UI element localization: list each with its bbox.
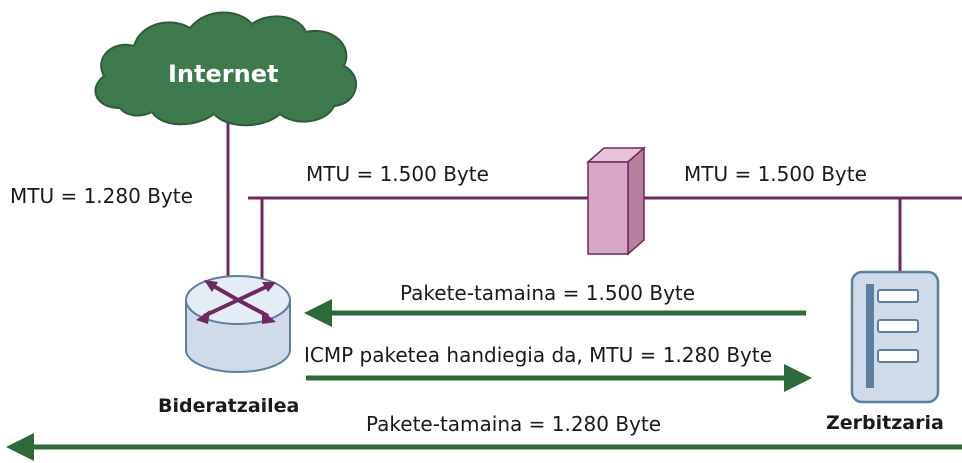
packet-small-label: Pakete-tamaina = 1.280 Byte xyxy=(366,412,662,436)
segment-right-mtu-label: MTU = 1.500 Byte xyxy=(684,162,867,186)
internet-label: Internet xyxy=(168,60,279,88)
icmp-reply-label: ICMP paketea handiegia da, MTU = 1.280 B… xyxy=(304,343,773,367)
arrow-icmp-reply xyxy=(306,364,812,392)
internet-cloud xyxy=(94,11,357,127)
router-label: Bideratzailea xyxy=(158,395,300,417)
router-icon xyxy=(185,275,291,373)
segment-left-mtu-label: MTU = 1.500 Byte xyxy=(306,162,489,186)
packet-large-label: Pakete-tamaina = 1.500 Byte xyxy=(400,281,696,305)
switch-box xyxy=(586,146,646,256)
arrow-packet-small xyxy=(6,433,962,461)
arrow-packet-large xyxy=(304,299,806,327)
router-uplink-mtu-label: MTU = 1.280 Byte xyxy=(10,184,193,208)
server-label: Zerbitzaria xyxy=(826,412,944,434)
network-lines xyxy=(226,122,962,282)
server-icon xyxy=(850,270,940,404)
